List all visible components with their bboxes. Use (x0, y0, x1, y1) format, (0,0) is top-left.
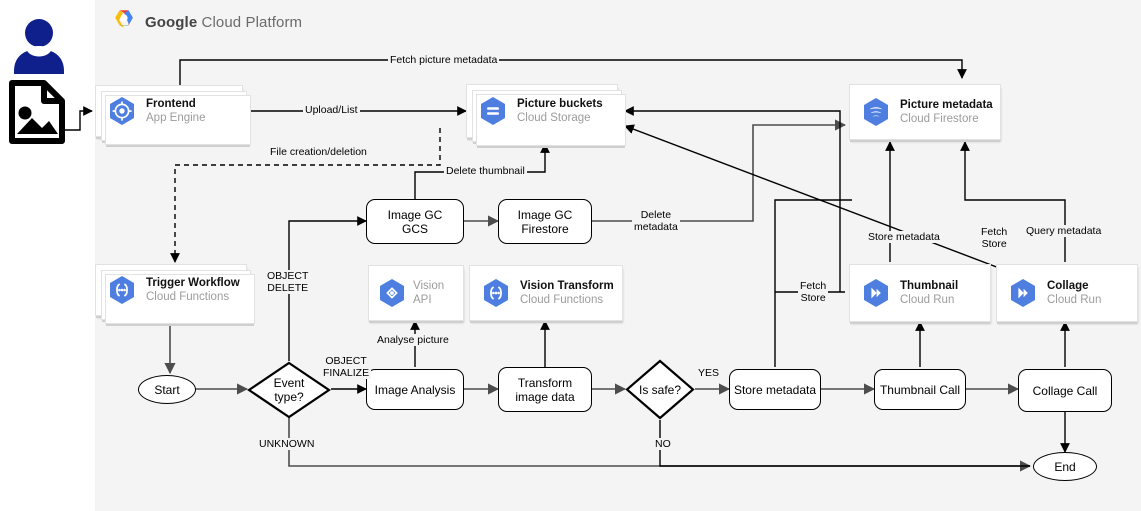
decision-event-type[interactable]: Event type? (247, 361, 331, 419)
process-transform-image-data[interactable]: Transform image data (498, 367, 592, 412)
edge-label-unknown: UNKNOWN (257, 438, 317, 450)
service-subtitle: Cloud Run (900, 294, 955, 306)
process-line2: GCS (401, 221, 428, 236)
terminator-label: Start (154, 382, 180, 397)
service-title: Vision Transform (520, 280, 614, 292)
process-line1: Image GC (517, 207, 573, 222)
edge-no-to-end (659, 420, 1030, 467)
decision-is-safe[interactable]: Is safe? (625, 359, 695, 420)
service-subtitle: Cloud Storage (517, 112, 591, 124)
vision-api-icon (378, 278, 406, 308)
edge-label-store-metadata: Store metadata (866, 231, 942, 243)
edge-label-line1: Fetch (981, 226, 1008, 238)
edge-label-fetch-store-right: Fetch Store (979, 226, 1010, 250)
edge-label-yes: YES (696, 367, 722, 379)
cloud-firestore-icon (862, 97, 890, 127)
edge-collage-fetch-store-diagonal (624, 124, 1024, 278)
edge-label-object-delete: OBJECT DELETE (265, 270, 311, 294)
edge-label-file-creation-deletion: File creation/deletion (268, 146, 369, 158)
edge-label-delete-metadata: Delete metadata (632, 209, 680, 233)
cloud-functions-icon (482, 278, 510, 308)
edge-fetch-picture-metadata (179, 59, 967, 88)
edge-label-line1: OBJECT (325, 355, 367, 367)
edge-label-line2: Store (800, 292, 826, 304)
gcp-brand-title: Google Cloud Platform (145, 14, 302, 31)
process-image-gc-firestore[interactable]: Image GC Firestore (498, 199, 592, 244)
service-subtitle: API (413, 294, 432, 306)
edge-label-object-finalize: OBJECT FINALIZE (321, 355, 372, 379)
terminator-label: End (1054, 459, 1076, 474)
image-file-icon (8, 80, 66, 149)
edge-file-to-frontend (58, 106, 93, 131)
process-line1: Image Analysis (374, 382, 456, 397)
service-title: Collage (1047, 280, 1089, 292)
edge-buckets-inbound-right (624, 106, 841, 292)
edge-store-metadata-up (774, 199, 852, 367)
process-thumbnail-call[interactable]: Thumbnail Call (874, 369, 966, 410)
service-title: Frontend (146, 98, 196, 110)
service-card-vision-api[interactable]: Vision API (368, 265, 464, 321)
gcp-brand-bold: Google (145, 14, 198, 31)
edge-label-upload-list: Upload/List (303, 104, 360, 116)
edge-label-line2: FINALIZE (323, 367, 370, 379)
service-subtitle: Cloud Functions (146, 291, 230, 303)
process-line2: Firestore (521, 221, 569, 236)
edge-object-delete (288, 216, 367, 361)
service-card-trigger-workflow[interactable]: Trigger Workflow Cloud Functions (95, 264, 255, 324)
service-card-picture-metadata[interactable]: Picture metadata Cloud Firestore (849, 84, 1001, 140)
edge-label-line2: DELETE (267, 282, 309, 294)
edge-label-delete-thumbnail: Delete thumbnail (444, 165, 527, 177)
service-title: Trigger Workflow (146, 277, 240, 289)
service-card-picture-buckets[interactable]: Picture buckets Cloud Storage (466, 84, 626, 146)
decision-line1: Event (273, 376, 305, 390)
service-subtitle: Cloud Run (1047, 294, 1102, 306)
process-line1: Image GC (387, 207, 443, 222)
edge-label-line1: OBJECT (267, 270, 309, 282)
edge-label-query-metadata: Query metadata (1024, 225, 1104, 237)
edge-label-line1: Fetch (800, 280, 827, 292)
service-card-vision-transform[interactable]: Vision Transform Cloud Functions (469, 265, 623, 321)
edge-file-creation-deletion (170, 128, 441, 263)
edge-delete-metadata (592, 119, 847, 222)
service-subtitle: Cloud Firestore (900, 113, 979, 125)
process-line1: Collage Call (1032, 383, 1098, 398)
service-title: Picture metadata (900, 99, 993, 111)
cloud-run-icon (1009, 278, 1037, 308)
service-card-thumbnail[interactable]: Thumbnail Cloud Run (849, 264, 991, 322)
service-subtitle: Cloud Functions (520, 294, 604, 306)
terminator-end[interactable]: End (1033, 452, 1097, 481)
cloud-storage-icon (479, 96, 507, 126)
cloud-functions-icon (108, 275, 136, 305)
process-collage-call[interactable]: Collage Call (1018, 369, 1112, 412)
process-line1: Transform (517, 375, 573, 390)
process-store-metadata[interactable]: Store metadata (729, 369, 821, 410)
edge-label-fetch-store-left: Fetch Store (798, 280, 829, 304)
service-title: Vision (413, 280, 445, 292)
edge-label-analyse-picture: Analyse picture (375, 334, 451, 346)
edge-label-no: NO (653, 438, 673, 450)
decision-line2: type? (274, 390, 304, 404)
gcp-brand-rest: Cloud Platform (197, 14, 303, 31)
terminator-start[interactable]: Start (138, 375, 196, 404)
decision-line1: Is safe? (638, 382, 682, 397)
edge-label-line1: Delete (640, 209, 672, 221)
edge-label-line2: metadata (634, 221, 678, 233)
process-line2: image data (515, 389, 575, 404)
edge-label-fetch-picture-metadata: Fetch picture metadata (388, 54, 500, 66)
cloud-run-icon (862, 278, 890, 308)
process-image-gc-gcs[interactable]: Image GC GCS (366, 199, 464, 244)
app-engine-icon (108, 96, 136, 126)
process-line1: Store metadata (733, 382, 817, 397)
service-card-collage[interactable]: Collage Cloud Run (996, 264, 1138, 322)
service-title: Thumbnail (900, 280, 959, 292)
service-subtitle: App Engine (146, 112, 206, 124)
user-person-icon (8, 14, 70, 81)
service-title: Picture buckets (517, 98, 603, 110)
gcp-hexagon-logo-icon (112, 9, 136, 36)
gcp-header: Google Cloud Platform (112, 9, 302, 36)
process-line1: Thumbnail Call (879, 382, 961, 397)
process-image-analysis[interactable]: Image Analysis (366, 369, 464, 410)
edge-label-line2: Store (981, 238, 1007, 250)
service-card-frontend[interactable]: Frontend App Engine (95, 85, 251, 145)
